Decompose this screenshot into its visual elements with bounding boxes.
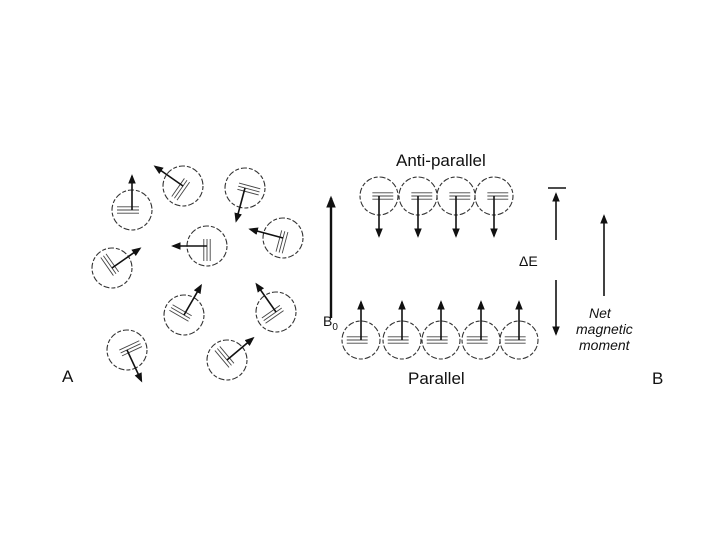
random-spin xyxy=(225,168,265,221)
parallel-spin-row xyxy=(342,302,538,359)
random-spin xyxy=(173,226,227,266)
spin-band-stroke xyxy=(238,186,259,192)
b0-label: B0 xyxy=(323,313,338,333)
spin-band-stroke xyxy=(217,349,231,366)
spin-band-stroke xyxy=(237,189,258,195)
spin-arrow xyxy=(250,229,283,238)
net-moment-line-3: moment xyxy=(579,337,631,353)
antiparallel-spin xyxy=(475,177,513,236)
panel-a-label: A xyxy=(62,367,74,386)
parallel-label: Parallel xyxy=(408,369,465,388)
energy-gap-label: ΔE xyxy=(519,253,538,269)
spin-band-stroke xyxy=(215,351,229,368)
random-spin xyxy=(112,176,152,230)
random-spin xyxy=(256,284,296,332)
random-spin xyxy=(107,330,147,381)
antiparallel-spin xyxy=(360,177,398,236)
random-spin xyxy=(155,166,203,206)
antiparallel-label: Anti-parallel xyxy=(396,151,486,170)
spin-band-stroke xyxy=(239,183,260,189)
spin-arrow xyxy=(184,286,201,315)
spin-arrow xyxy=(155,166,183,186)
net-moment-line-2: magnetic xyxy=(576,321,633,337)
random-spin xyxy=(207,338,253,380)
antiparallel-spin xyxy=(437,177,475,236)
antiparallel-spin xyxy=(399,177,437,236)
random-spin xyxy=(164,286,204,335)
panel-b-label: B xyxy=(652,369,663,388)
random-spin xyxy=(92,248,140,288)
spin-band-stroke xyxy=(282,232,288,253)
antiparallel-spin-row xyxy=(360,177,513,236)
spin-arrow xyxy=(236,188,245,221)
parallel-spin xyxy=(500,302,538,359)
spin-band-stroke xyxy=(276,230,282,251)
parallel-spin xyxy=(422,302,460,359)
spin-arrow xyxy=(256,284,276,312)
random-spin xyxy=(250,218,303,258)
spin-arrow xyxy=(227,338,253,360)
parallel-spin xyxy=(383,302,421,359)
net-moment-line-1: Net xyxy=(589,305,612,321)
spin-band-stroke xyxy=(279,231,285,252)
spin-band-stroke xyxy=(220,346,234,363)
spin-arrow xyxy=(112,248,140,268)
random-spins-group xyxy=(92,166,303,381)
parallel-spin xyxy=(462,302,500,359)
parallel-spin xyxy=(342,302,380,359)
